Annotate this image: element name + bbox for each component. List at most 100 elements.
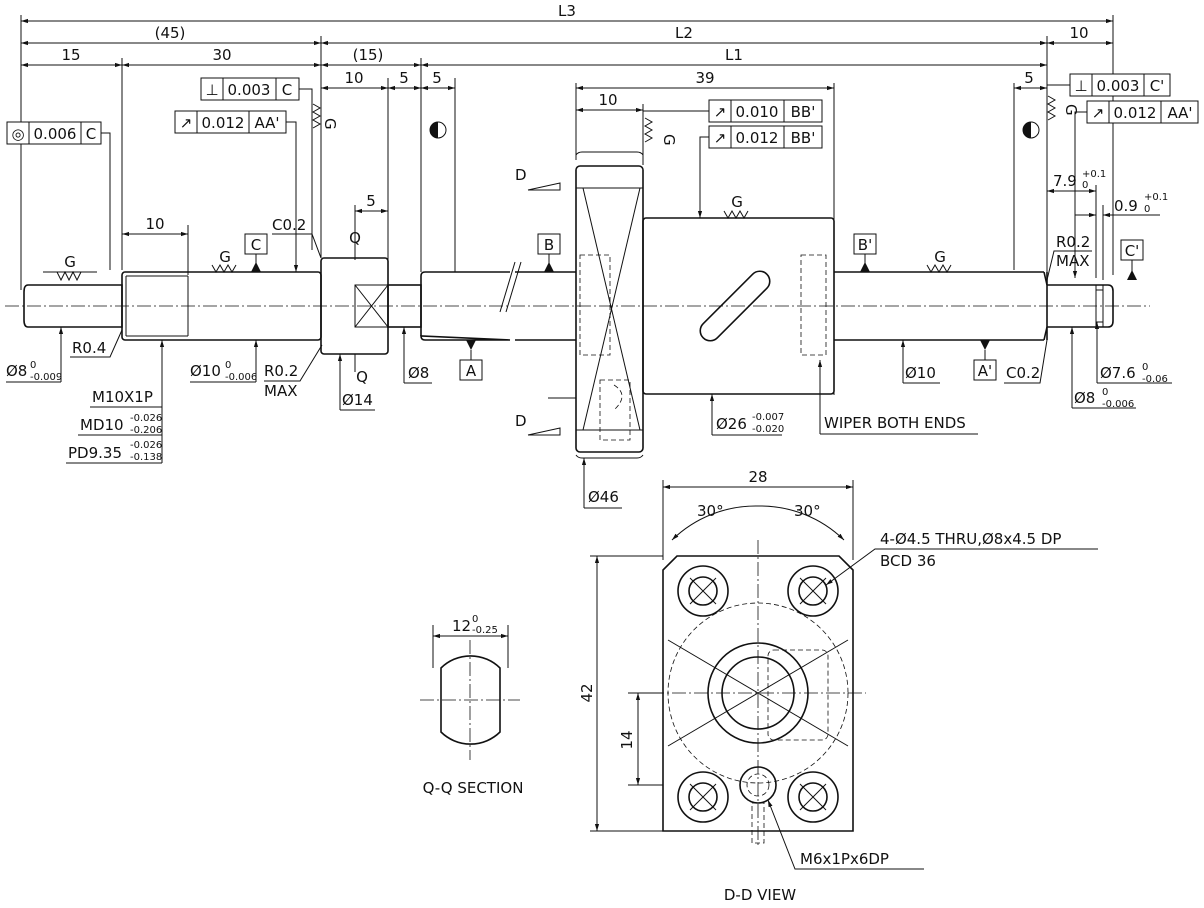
dim-5b: 5 — [432, 69, 442, 87]
angle-30-right: 30° — [794, 502, 821, 520]
datum-bp: B' — [858, 236, 872, 254]
dim-10-thread: 10 — [145, 215, 164, 233]
runout-nut1-value: 0.010 — [736, 103, 779, 121]
dim-10-right: 10 — [1069, 24, 1088, 42]
qq-section: 12 0 -0.25 Q-Q SECTION — [420, 614, 523, 797]
wiper: WIPER BOTH ENDS — [824, 414, 966, 432]
phi8-tol2: -0.009 — [30, 372, 62, 383]
dim-15p: (15) — [353, 46, 384, 64]
phi26-tol1: -0.007 — [752, 412, 784, 423]
perp-left-symbol: ⊥ — [205, 81, 218, 99]
holes-label: 4-Ø4.5 THRU,Ø8x4.5 DP — [880, 530, 1061, 548]
angle-30-left: 30° — [697, 502, 724, 520]
phi14: Ø14 — [342, 391, 373, 409]
callouts: C0.2 Ø8 0 -0.009 R0.4 Ø10 0 -0.006 R0.2 … — [6, 216, 1172, 509]
datum-a: A — [466, 362, 477, 380]
dim-5q: 5 — [366, 192, 376, 210]
g-mark-3: G — [934, 248, 946, 266]
phi26: Ø26 — [716, 415, 747, 433]
max-right: MAX — [1056, 252, 1089, 270]
runout-right-ref: AA' — [1167, 104, 1192, 122]
phi8c-tol2: -0.006 — [1102, 399, 1134, 410]
runout-right-value: 0.012 — [1114, 104, 1157, 122]
datum-b: B — [544, 236, 554, 254]
dim-7-9-tol: +0.1 — [1082, 169, 1106, 180]
pd935: PD9.35 — [68, 444, 122, 462]
runout-nut2-symbol: ↗ — [714, 129, 727, 147]
r04: R0.4 — [72, 339, 106, 357]
runout-left-symbol: ↗ — [180, 114, 193, 132]
qq-title: Q-Q SECTION — [423, 779, 524, 797]
dim-45: (45) — [155, 24, 186, 42]
section-d-bottom: D — [515, 412, 527, 430]
runout-nut2-value: 0.012 — [736, 129, 779, 147]
dim-7-9: 7.9 — [1053, 172, 1077, 190]
dim-l1: L1 — [725, 46, 743, 64]
screw-shaft: Q Q — [5, 229, 1150, 386]
pd935-tol1: -0.026 — [130, 440, 162, 451]
m10: M10X1P — [92, 388, 153, 406]
section-d-top: D — [515, 166, 527, 184]
g-mark-7: G — [1062, 104, 1080, 116]
dim-0-9-tol2: 0 — [1144, 204, 1150, 215]
m6-label: M6x1Px6DP — [800, 850, 889, 868]
perp-left-ref: C — [282, 81, 292, 99]
half-circle-symbols — [429, 121, 1040, 139]
dim-0-9-tol: +0.1 — [1144, 192, 1168, 203]
dim-15: 15 — [61, 46, 80, 64]
dim-5c: 5 — [1024, 69, 1034, 87]
md10-tol1: -0.026 — [130, 413, 162, 424]
perp-right-ref: C' — [1150, 77, 1165, 95]
datum-cp: C' — [1125, 242, 1140, 260]
phi10: Ø10 — [190, 362, 221, 380]
dd-title: D-D VIEW — [724, 886, 796, 904]
bcd-label: BCD 36 — [880, 552, 936, 570]
dim-0-9: 0.9 — [1114, 197, 1138, 215]
perp-left-value: 0.003 — [228, 81, 271, 99]
phi7-6-tol2: -0.06 — [1142, 374, 1168, 385]
phi8c-tol1: 0 — [1102, 387, 1108, 398]
md10-tol2: -0.206 — [130, 425, 162, 436]
phi10-right: Ø10 — [905, 364, 936, 382]
concentricity-value: 0.006 — [34, 125, 77, 143]
runout-nut1-ref: BB' — [791, 103, 816, 121]
runout-left-ref: AA' — [254, 114, 279, 132]
phi7-6-tol1: 0 — [1142, 362, 1148, 373]
perp-right-value: 0.003 — [1097, 77, 1140, 95]
pd935-tol2: -0.138 — [130, 452, 162, 463]
r02-right: R0.2 — [1056, 233, 1090, 251]
datum-ap: A' — [978, 362, 992, 380]
dim-10a: 10 — [344, 69, 363, 87]
top-dimensions: L3 (45) L2 10 15 30 (15) L1 10 5 5 39 10 — [20, 2, 1168, 290]
phi7-6: Ø7.6 — [1100, 364, 1136, 382]
g-mark-6: G — [321, 118, 339, 130]
phi8-support: Ø8 — [408, 364, 429, 382]
tolerance-frames: ◎ 0.006 C ⊥ 0.003 C ↗ 0.012 AA' ↗ 0.010 … — [6, 73, 1199, 278]
datums: C B B' C' A A' — [244, 233, 1144, 381]
g-mark-2: G — [219, 248, 231, 266]
runout-left-value: 0.012 — [202, 114, 245, 132]
phi10-tol1: 0 — [225, 360, 231, 371]
section-q-bottom: Q — [356, 368, 368, 386]
dim-12-tol1: 0 — [472, 614, 478, 625]
runout-right-symbol: ↗ — [1092, 104, 1105, 122]
dim-12-tol2: -0.25 — [472, 625, 498, 636]
g-mark-4: G — [731, 193, 743, 211]
phi26-tol2: -0.020 — [752, 424, 784, 435]
dim-28: 28 — [748, 468, 767, 486]
runout-nut1-symbol: ↗ — [714, 103, 727, 121]
phi46: Ø46 — [588, 488, 619, 506]
md10: MD10 — [80, 416, 124, 434]
c02-left: C0.2 — [272, 216, 306, 234]
datum-c: C — [251, 236, 261, 254]
dim-l3: L3 — [558, 2, 576, 20]
dim-5a: 5 — [399, 69, 409, 87]
perp-right-symbol: ⊥ — [1074, 77, 1087, 95]
dd-view: 28 30° 30° 42 14 — [578, 468, 1098, 904]
section-d-markers: D D — [515, 166, 576, 436]
dim-30: 30 — [212, 46, 231, 64]
section-q-top: Q — [349, 229, 361, 247]
dim-7-9-tol2: 0 — [1082, 180, 1088, 191]
r02-left: R0.2 — [264, 362, 298, 380]
